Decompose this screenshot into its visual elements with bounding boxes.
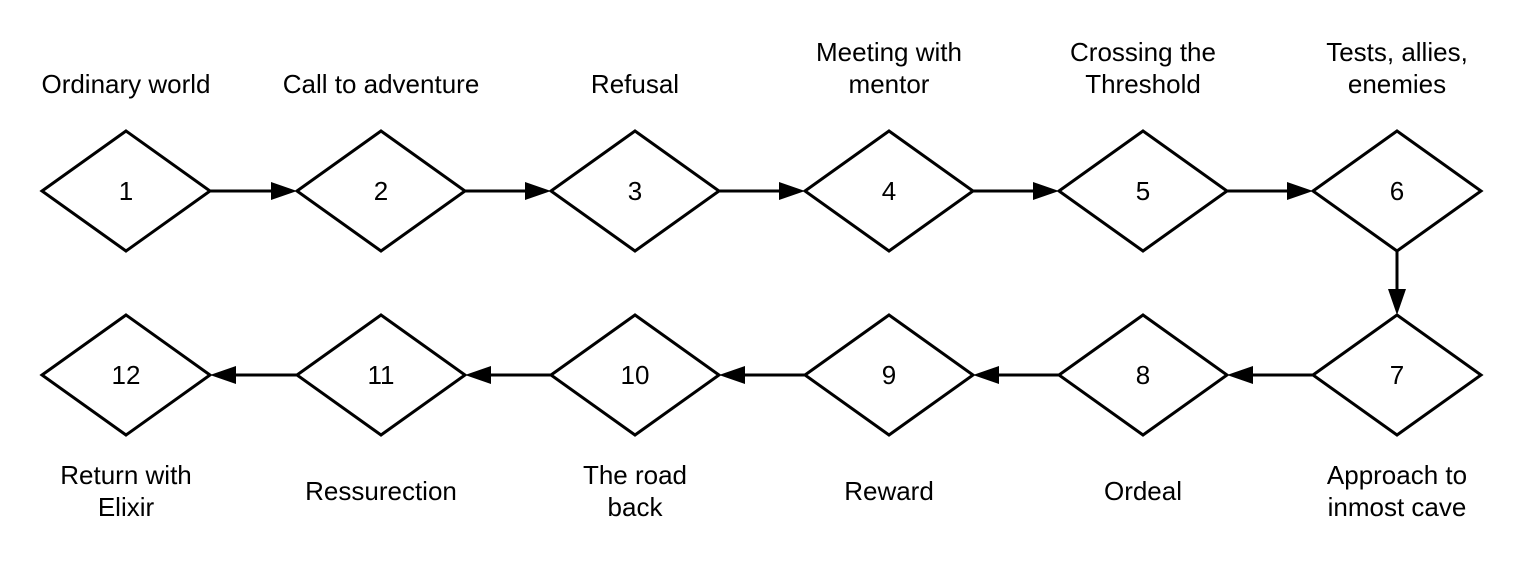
stage-7-number: 7: [1390, 360, 1404, 390]
arrow-5-to-6-head: [1287, 182, 1313, 200]
stage-3-label: Refusal: [591, 69, 679, 99]
stage-1: 1: [39, 129, 213, 253]
arrow-8-to-9: [973, 366, 1059, 384]
stage-12-number: 12: [112, 360, 141, 390]
arrow-8-to-9-head: [973, 366, 999, 384]
stage-10-number: 10: [621, 360, 650, 390]
stage-1-label: Ordinary world: [41, 69, 210, 99]
arrow-1-to-2: [210, 182, 297, 200]
stage-5: 5: [1056, 129, 1230, 253]
arrow-10-to-11: [465, 366, 551, 384]
stage-6-label-line-1: Tests, allies,: [1326, 37, 1468, 67]
arrow-7-to-8: [1227, 366, 1313, 384]
stage-9-number: 9: [882, 360, 896, 390]
stage-11-label-line-1: Ressurection: [305, 476, 457, 506]
stage-10: 10: [548, 313, 722, 437]
arrow-3-to-4-head: [779, 182, 805, 200]
stage-4: 4: [802, 129, 976, 253]
stage-2-label: Call to adventure: [283, 69, 480, 99]
stage-6-number: 6: [1390, 176, 1404, 206]
stage-12: 12: [39, 313, 213, 437]
labels-layer: Ordinary world Call to adventure Refusal Me…: [41, 37, 1467, 522]
arrow-3-to-4: [719, 182, 805, 200]
stage-5-label-line-2: Threshold: [1085, 69, 1201, 99]
stage-7-diamond: [1310, 313, 1484, 437]
stage-1-diamond: [39, 129, 213, 253]
stage-3-diamond: [548, 129, 722, 253]
stage-5-diamond: [1056, 129, 1230, 253]
stage-10-diamond: [548, 313, 722, 437]
stage-9-label: Reward: [844, 476, 934, 506]
stage-2: 2: [294, 129, 468, 253]
stage-9: 9: [802, 313, 976, 437]
stage-11-diamond: [294, 313, 468, 437]
stage-12-diamond: [39, 313, 213, 437]
stage-3-number: 3: [628, 176, 642, 206]
arrow-11-to-12-head: [210, 366, 236, 384]
stage-4-label-line-2: mentor: [849, 69, 930, 99]
stage-10-label-line-2: back: [608, 492, 664, 522]
arrow-4-to-5: [973, 182, 1059, 200]
stage-1-label-line-1: Ordinary world: [41, 69, 210, 99]
stage-5-label-line-1: Crossing the: [1070, 37, 1216, 67]
arrow-2-to-3: [465, 182, 551, 200]
stage-10-label-line-1: The road: [583, 460, 687, 490]
arrow-11-to-12: [210, 366, 297, 384]
stage-8: 8: [1056, 313, 1230, 437]
stage-7-label-line-1: Approach to: [1327, 460, 1467, 490]
stage-3: 3: [548, 129, 722, 253]
arrow-7-to-8-head: [1227, 366, 1253, 384]
stage-4-number: 4: [882, 176, 896, 206]
arrow-1-to-2-head: [271, 182, 297, 200]
stage-4-diamond: [802, 129, 976, 253]
stage-12-label-line-1: Return with: [60, 460, 192, 490]
stage-8-label: Ordeal: [1104, 476, 1182, 506]
stage-8-label-line-1: Ordeal: [1104, 476, 1182, 506]
stage-7-label-line-2: inmost cave: [1328, 492, 1467, 522]
arrow-10-to-11-head: [465, 366, 491, 384]
stage-2-diamond: [294, 129, 468, 253]
stage-8-number: 8: [1136, 360, 1150, 390]
stage-2-label-line-1: Call to adventure: [283, 69, 480, 99]
stage-5-number: 5: [1136, 176, 1150, 206]
stage-6-label: Tests, allies,enemies: [1326, 37, 1468, 99]
stage-8-diamond: [1056, 313, 1230, 437]
stage-2-number: 2: [374, 176, 388, 206]
arrow-4-to-5-head: [1033, 182, 1059, 200]
stage-11: 11: [294, 313, 468, 437]
arrow-6-to-7: [1388, 251, 1406, 315]
arrow-9-to-10-head: [719, 366, 745, 384]
stage-6: 6: [1310, 129, 1484, 253]
stage-9-label-line-1: Reward: [844, 476, 934, 506]
arrow-5-to-6: [1227, 182, 1313, 200]
stage-12-label-line-2: Elixir: [98, 492, 155, 522]
stage-3-label-line-1: Refusal: [591, 69, 679, 99]
stage-7: 7: [1310, 313, 1484, 437]
stage-9-diamond: [802, 313, 976, 437]
arrow-9-to-10: [719, 366, 805, 384]
stage-11-number: 11: [368, 360, 395, 390]
connectors-layer: [210, 182, 1406, 384]
arrow-2-to-3-head: [525, 182, 551, 200]
arrow-6-to-7-head: [1388, 289, 1406, 315]
stage-1-number: 1: [119, 176, 133, 206]
stage-6-diamond: [1310, 129, 1484, 253]
stage-4-label-line-1: Meeting with: [816, 37, 962, 67]
stage-11-label: Ressurection: [305, 476, 457, 506]
stage-6-label-line-2: enemies: [1348, 69, 1446, 99]
